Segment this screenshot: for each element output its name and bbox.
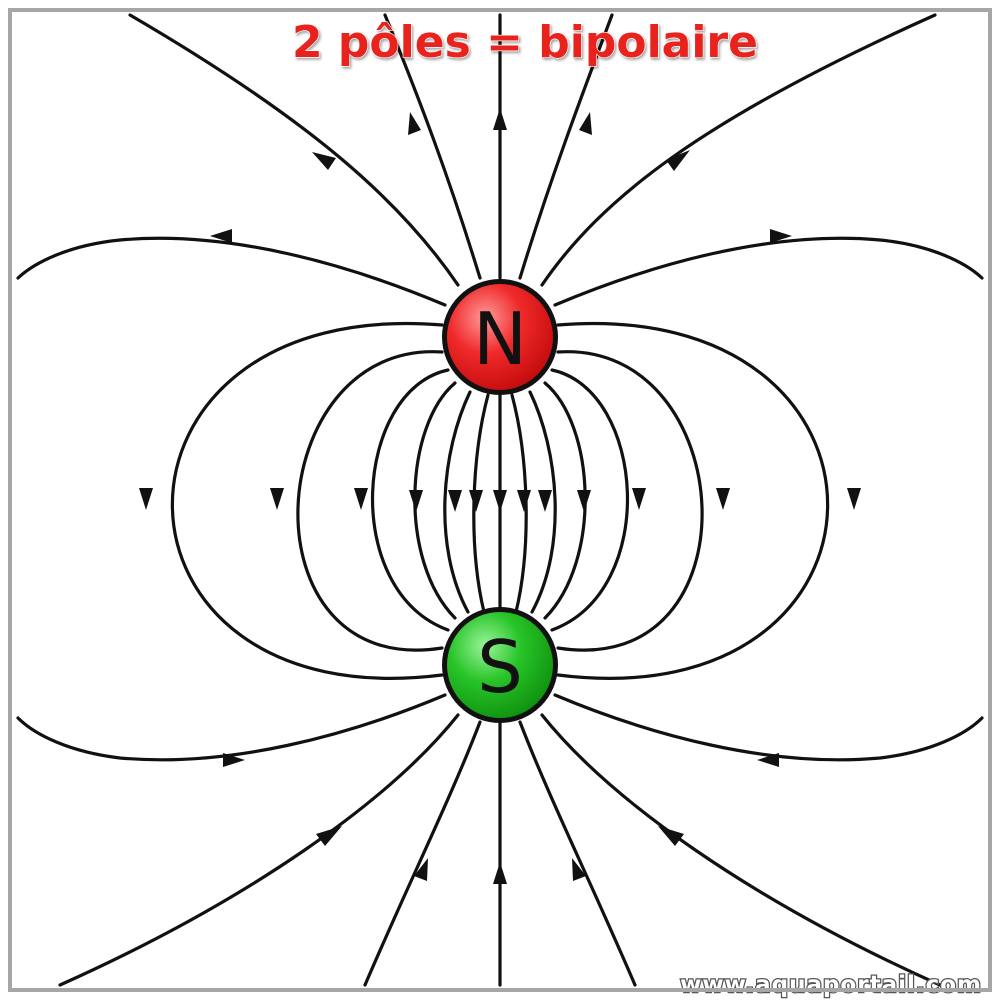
field-line-south-horizontal-right [553,693,984,762]
arrow-inner-left-2 [448,490,462,512]
arrow-north-diag-right [666,150,690,171]
field-line-inner-left-2 [443,390,472,614]
field-line-north-horizontal-right [553,236,984,307]
arrow-inner-left-6 [139,488,153,510]
watermark: www.aquaportail.com [680,972,982,998]
field-line-north-horizontal-left [16,236,447,307]
field-line-south-horizontal-left [16,693,447,762]
arrow-center [493,490,507,512]
arrow-inner-left-3 [409,490,423,512]
arrow-south-diag-right [658,826,684,846]
arrow-south-horizontal-right [757,753,779,767]
arrow-inner-left-4 [354,488,368,510]
arrow-inner-right-2 [538,490,552,512]
arrow-north-horizontal-left [210,229,232,243]
arrow-south-steep-right [572,858,586,881]
arrow-south-steep-left [414,858,428,881]
arrow-inner-left-1 [469,490,483,512]
arrow-south-horizontal-left [223,753,245,767]
field-line-inner-left-6 [170,321,444,680]
arrow-south-vertical [493,862,507,884]
south-pole: S [442,607,558,723]
field-line-inner-right-4 [550,368,630,632]
field-line-inner-left-4 [370,368,450,632]
arrow-north-steep-right [579,112,592,135]
arrow-inner-left-5 [270,488,284,510]
arrow-inner-right-6 [847,488,861,510]
field-line-inner-right-2 [528,390,557,614]
field-line-north-steep-right [518,13,614,280]
field-line-north-steep-left [383,13,482,280]
field-line-inner-right-5 [556,350,704,652]
field-line-inner-right-6 [556,321,830,680]
north-pole: N [442,279,558,395]
arrow-north-vertical [493,108,507,130]
field-line-inner-left-5 [296,350,444,652]
south-pole-label: S [477,625,523,709]
arrow-south-diag-left [316,826,342,846]
north-pole-label: N [473,297,527,381]
arrow-inner-right-4 [632,488,646,510]
frame-border [8,8,992,992]
arrow-inner-right-3 [577,490,591,512]
field-line-south-diag-left [58,713,460,987]
arrow-north-diag-left [312,152,336,170]
arrow-north-horizontal-right [770,229,792,243]
arrow-inner-right-1 [517,490,531,512]
field-line-south-steep-left [363,720,482,987]
arrow-north-steep-left [408,112,421,135]
diagram-title: 2 pôles = bipolaire [292,17,758,68]
field-line-south-steep-right [518,720,637,987]
field-line-south-diag-right [540,713,942,987]
field-line-inner-right-3 [543,381,587,620]
arrow-inner-right-5 [716,488,730,510]
field-line-north-diag-left [128,13,460,287]
field-line-inner-left-3 [413,381,457,620]
